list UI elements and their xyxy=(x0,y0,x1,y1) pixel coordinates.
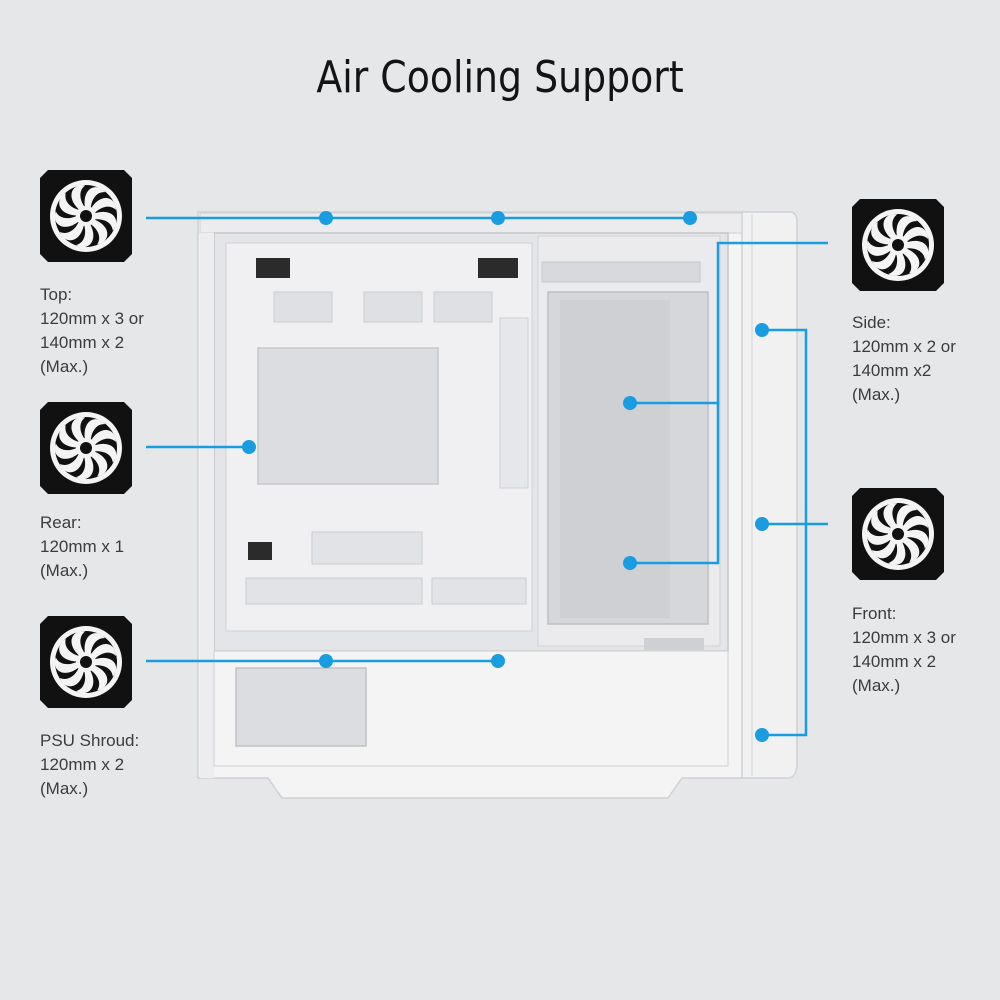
page-title: Air Cooling Support xyxy=(316,52,684,103)
fan-icon xyxy=(40,170,132,262)
fan-icon xyxy=(40,616,132,708)
side-fan-label: Side: 120mm x 2 or 140mm x2 (Max.) xyxy=(852,313,956,404)
psu-shroud-fan-label: PSU Shroud: 120mm x 2 (Max.) xyxy=(40,731,140,798)
front-fan-label: Front: 120mm x 3 or 140mm x 2 (Max.) xyxy=(852,604,956,695)
fan-icon xyxy=(852,199,944,291)
fan-icon xyxy=(40,402,132,494)
rear-fan-label: Rear: 120mm x 1 (Max.) xyxy=(40,513,125,580)
callout-dots xyxy=(242,211,769,742)
callout-lines xyxy=(146,216,828,737)
pc-case-icon xyxy=(197,211,798,799)
fan-icon xyxy=(852,488,944,580)
top-fan-label: Top: 120mm x 3 or 140mm x 2 (Max.) xyxy=(40,285,144,376)
